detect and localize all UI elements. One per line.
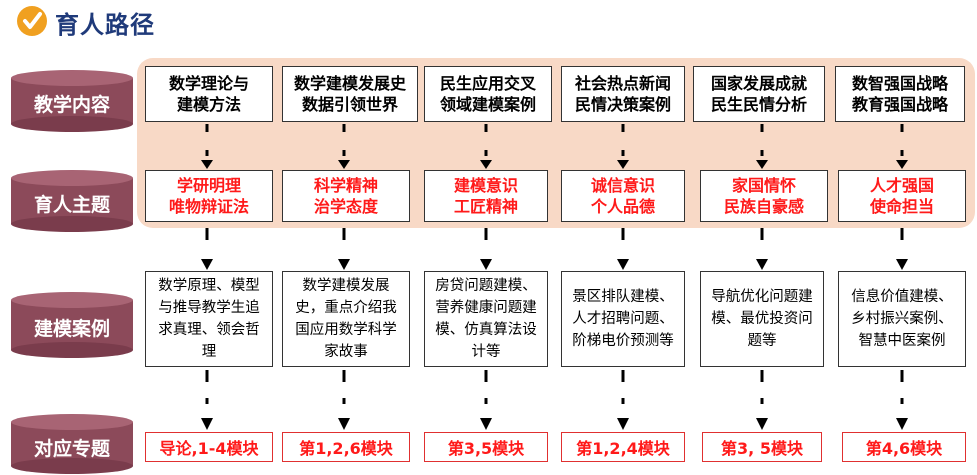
case-box-1: 数学原理、模型与推导教学生追求真理、领会哲理	[145, 271, 273, 367]
connectors-col-6	[896, 124, 908, 430]
page-title: 育人路径	[55, 11, 155, 39]
topic-box-2: 第1,2,6模块	[282, 432, 410, 462]
topic-box-6: 第4,6模块	[842, 432, 966, 462]
connectors-col-1	[201, 124, 213, 430]
row-label-content: 教学内容	[11, 70, 133, 132]
row-label-text: 对应专题	[33, 438, 110, 460]
row-label-text: 建模案例	[33, 318, 110, 340]
content-box-1: 数学理论与 建模方法	[145, 66, 273, 122]
theme-box-4: 诚信意识 个人品德	[561, 170, 685, 222]
topic-box-4: 第1,2,4模块	[561, 432, 685, 462]
content-box-3: 民生应用交叉 领域建模案例	[424, 66, 552, 122]
case-box-4: 景区排队建模、人才招聘问题、阶梯电价预测等	[561, 271, 685, 367]
case-box-6: 信息价值建模、乡村振兴案例、智慧中医案例	[838, 271, 966, 367]
theme-box-1: 学研明理 唯物辩证法	[145, 170, 273, 222]
case-box-5: 导航优化问题建模、最优投资问题等	[700, 271, 824, 367]
case-box-3: 房贷问题建模、营养健康问题建模、仿真算法设计等	[424, 271, 548, 367]
connectors-col-4	[617, 124, 629, 430]
case-box-2: 数学建模发展史，重点介绍我国应用数学科学家故事	[282, 271, 410, 367]
connectors-col-3	[480, 124, 492, 430]
row-label-topic: 对应专题	[11, 414, 133, 474]
theme-box-3: 建模意识 工匠精神	[424, 170, 548, 222]
theme-box-6: 人才强国 使命担当	[838, 170, 966, 222]
connectors-col-2	[338, 124, 350, 430]
topic-box-3: 第3,5模块	[424, 432, 548, 462]
topic-box-1: 导论,1-4模块	[145, 432, 273, 462]
content-box-2: 数学建模发展史 数据引领世界	[282, 66, 418, 122]
connectors-col-5	[756, 124, 768, 430]
row-label-case: 建模案例	[11, 292, 133, 358]
content-box-5: 国家发展成就 民生民情分析	[693, 66, 825, 122]
row-label-text: 育人主题	[33, 194, 110, 216]
topic-box-5: 第3, 5模块	[702, 432, 822, 462]
theme-box-5: 家国情怀 民族自豪感	[700, 170, 828, 222]
content-box-6: 数智强国战略 教育强国战略	[835, 66, 965, 122]
row-label-text: 教学内容	[33, 94, 110, 116]
row-label-theme: 育人主题	[11, 170, 133, 232]
content-box-4: 社会热点新闻 民情决策案例	[561, 66, 685, 122]
check-icon	[17, 6, 47, 36]
theme-box-2: 科学精神 治学态度	[282, 170, 410, 222]
